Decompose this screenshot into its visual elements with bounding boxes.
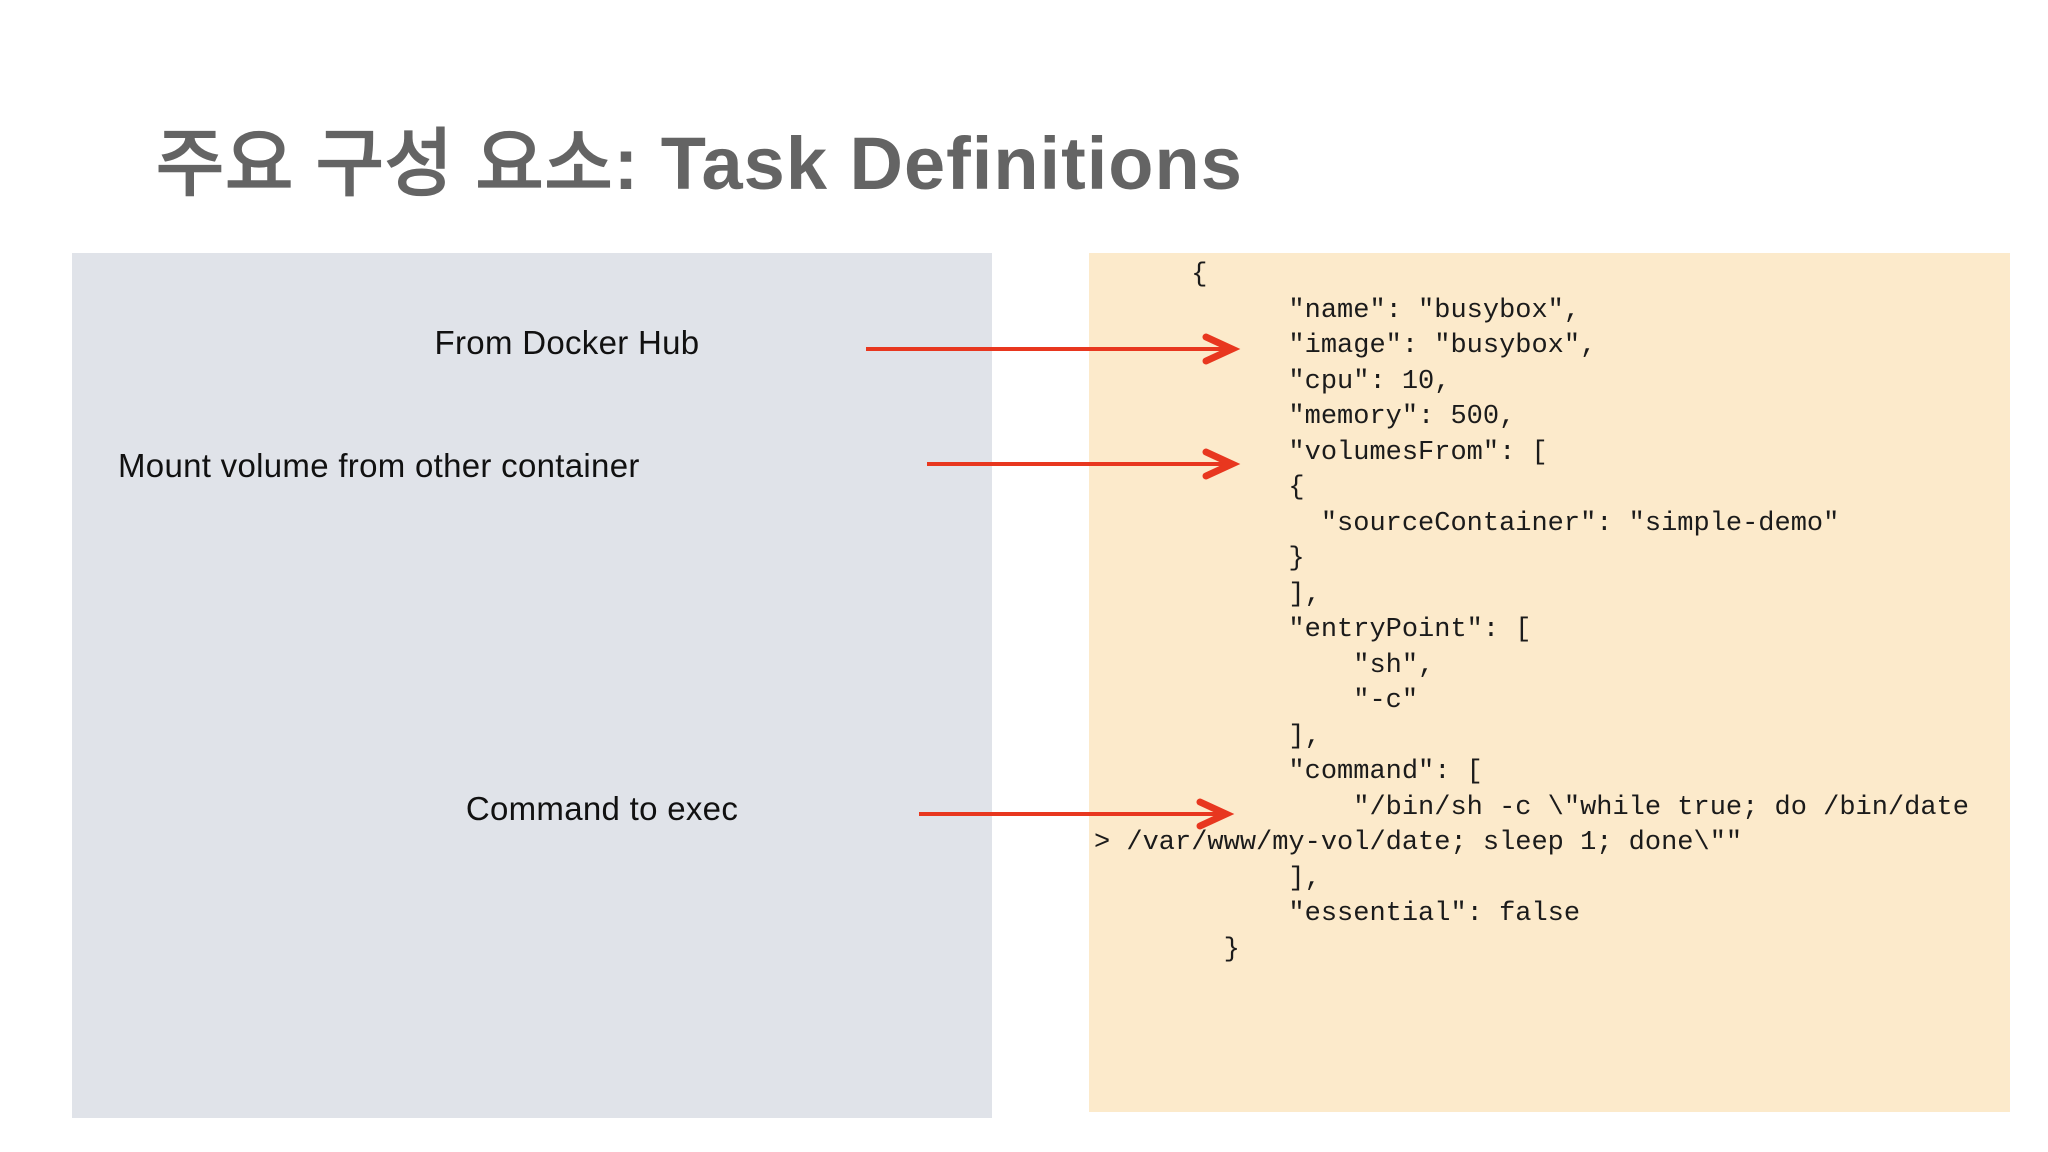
label-from-docker-hub: From Docker Hub [434, 324, 700, 361]
label-command-exec: Command to exec [465, 790, 739, 827]
task-definition-code: { "name": "busybox", "image": "busybox",… [1094, 260, 1969, 965]
code-panel [1089, 253, 2010, 1112]
label-mount-volume: Mount volume from other container [118, 447, 640, 484]
slide-title: 주요 구성 요소: Task Definitions [156, 122, 1243, 205]
labels-panel [72, 253, 992, 1118]
